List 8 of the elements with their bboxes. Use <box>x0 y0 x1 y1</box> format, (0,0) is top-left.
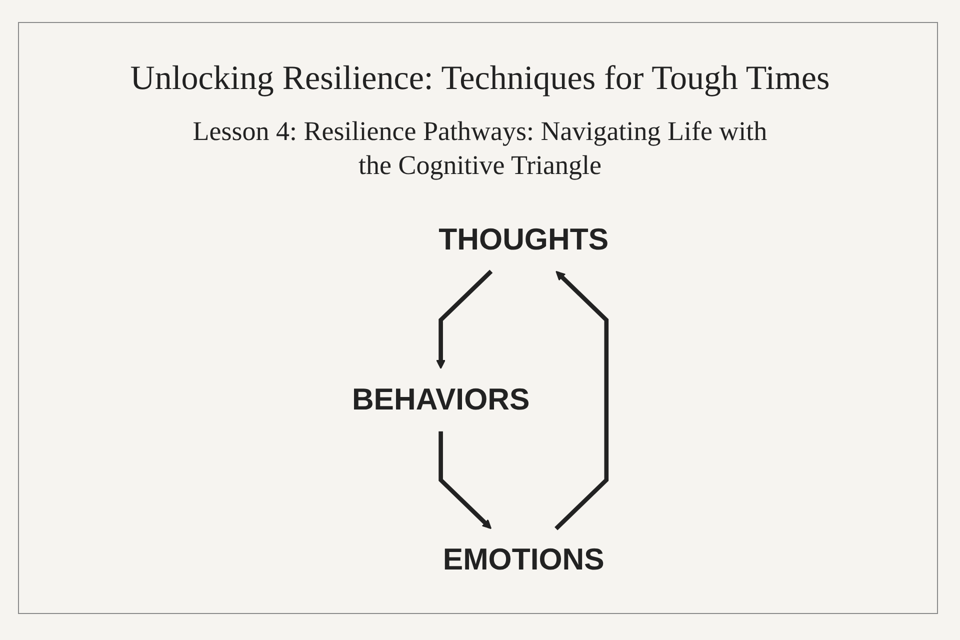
arrow <box>438 431 492 530</box>
subtitle: Lesson 4: Resilience Pathways: Navigating Life with the Cognitive Triangle <box>192 115 768 182</box>
node-text: EMOTIONS <box>442 542 604 576</box>
arrow <box>436 270 492 370</box>
node-text: THOUGHTS <box>438 222 608 256</box>
diagram-title: Unlocking Resilience: Techniques for Tough Times <box>129 59 831 99</box>
node-text: BEHAVIORS <box>352 382 530 416</box>
arrow <box>554 270 608 530</box>
